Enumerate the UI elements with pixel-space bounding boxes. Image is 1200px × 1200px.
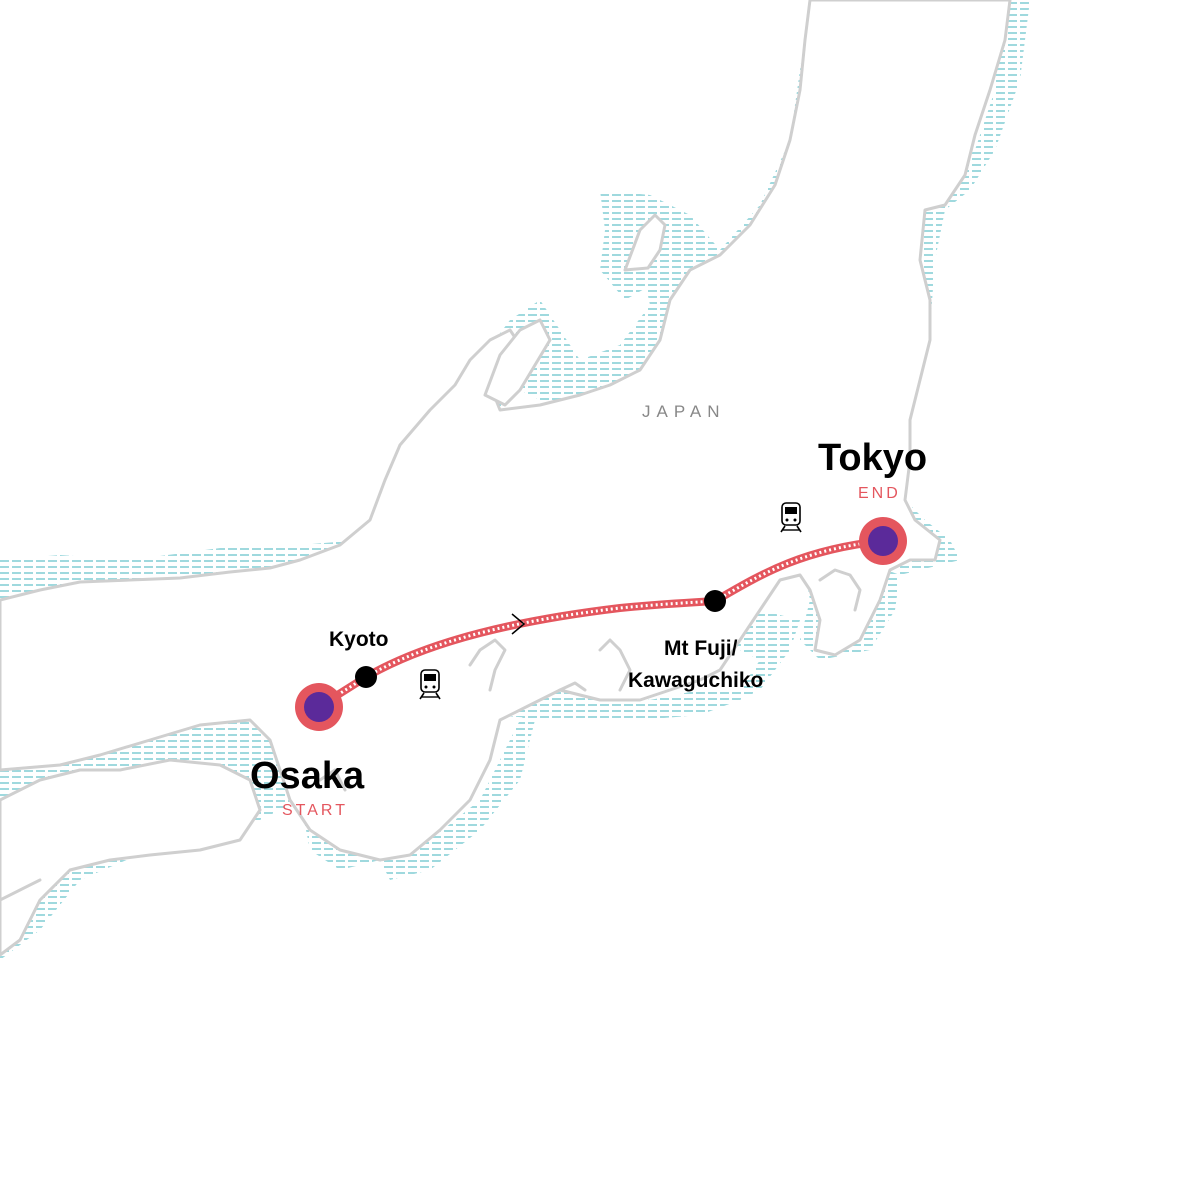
fuji-label-line2: Kawaguchiko [628,669,763,692]
osaka-label: Osaka [250,755,365,797]
route-line [316,537,886,710]
tokyo-marker [859,517,907,565]
fuji-label-line1: Mt Fuji/ [664,637,738,660]
southern-islands [0,758,262,957]
tokyo-end-tag: END [858,485,901,502]
chevron-right-icon [511,613,526,635]
coast-details [318,213,862,792]
kyoto-marker [355,666,377,688]
train-icon [419,669,441,700]
country-label: JAPAN [642,402,726,421]
fuji-marker [704,590,726,612]
landmass [0,0,1012,862]
osaka-marker [295,683,343,731]
tokyo-label: Tokyo [818,437,927,479]
osaka-start-tag: START [282,802,348,819]
train-icon [780,502,802,533]
kyoto-label: Kyoto [329,628,389,651]
